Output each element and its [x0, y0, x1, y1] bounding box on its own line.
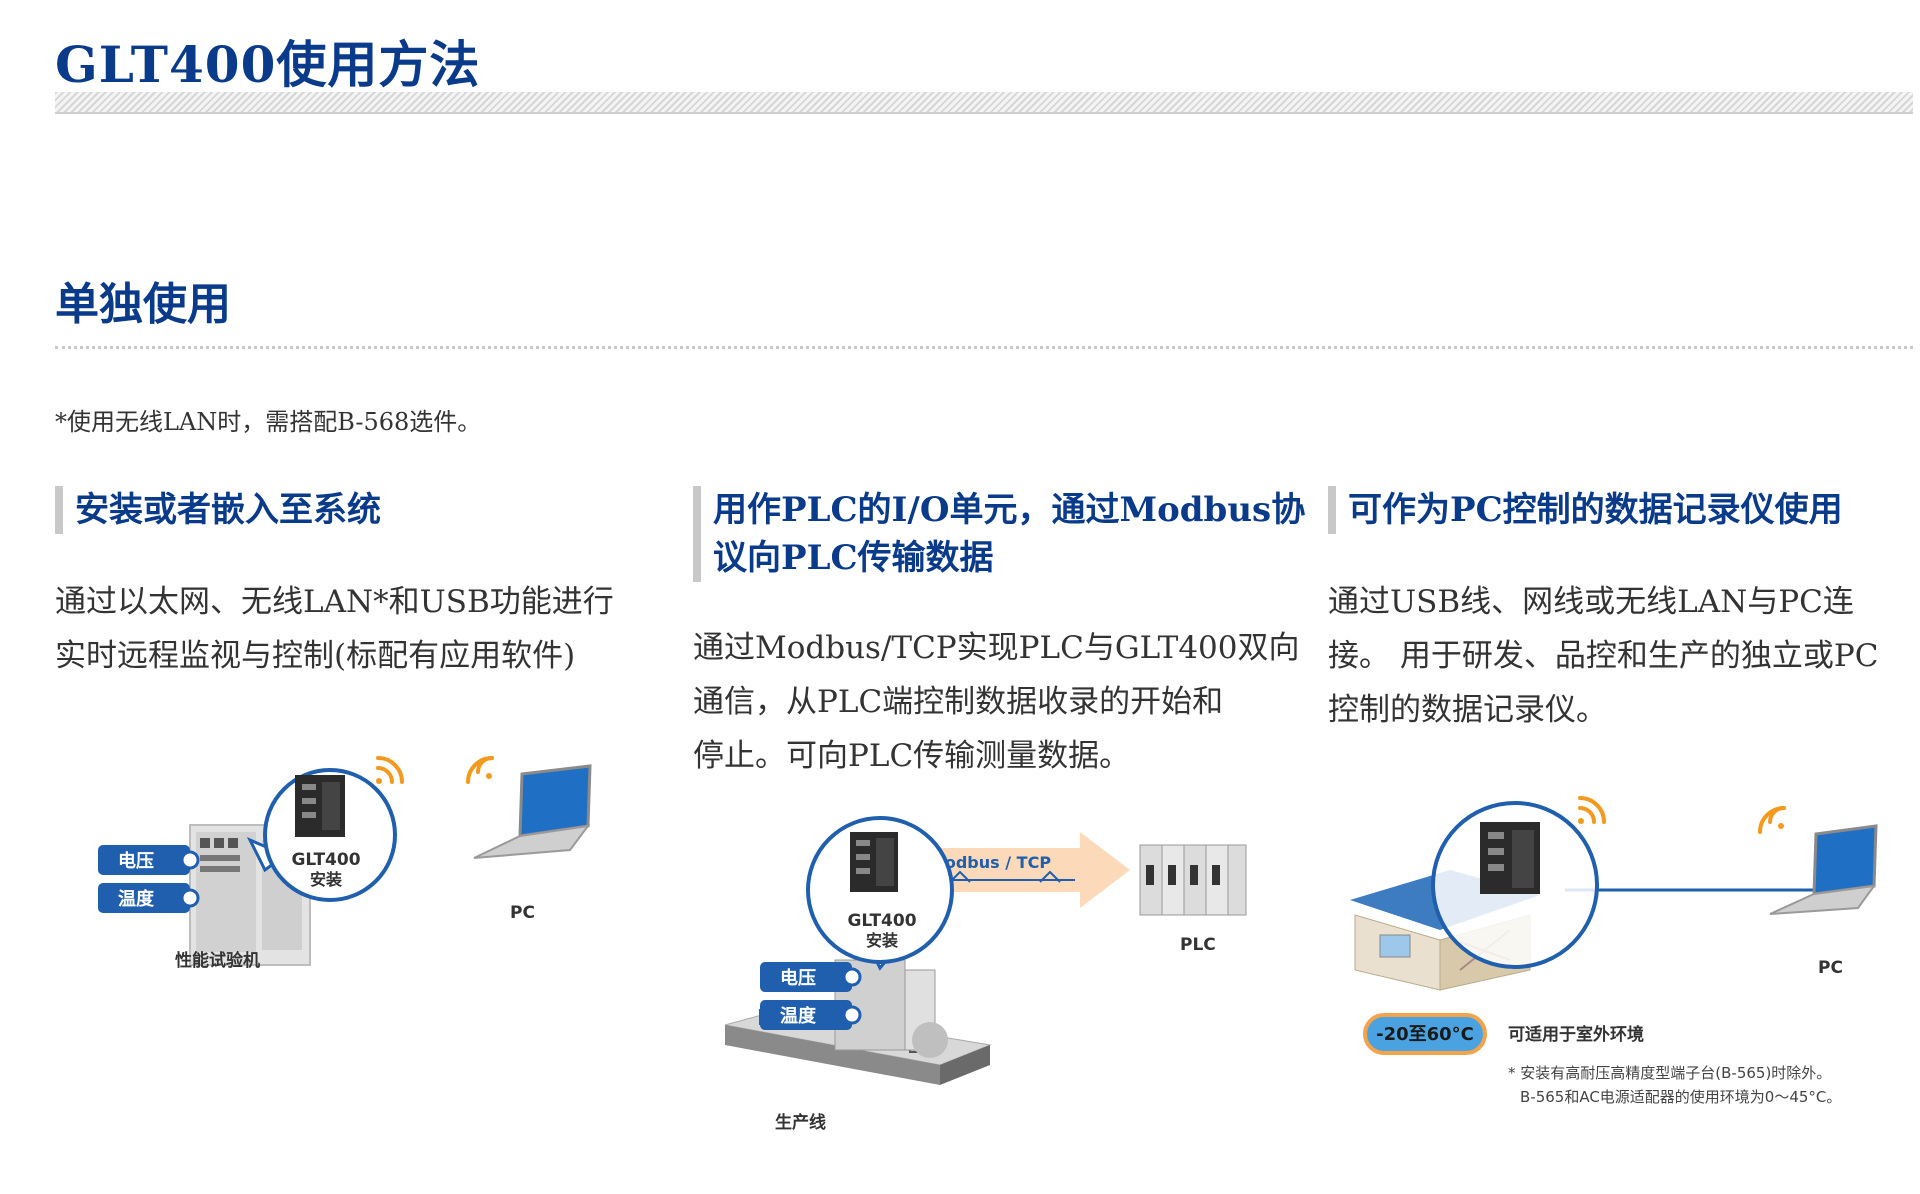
wireless-note: *使用无线LAN时，需搭配B-568选件。: [55, 408, 482, 436]
wifi-icon: [466, 756, 494, 784]
glt400-label: GLT400: [847, 911, 916, 931]
column-1-desc-line: 通过以太网、无线LAN*和USB功能进行: [55, 584, 614, 620]
column-3-desc-line: 控制的数据记录仪。: [1328, 692, 1607, 728]
modbus-arrow: Modbus / TCP: [910, 832, 1130, 908]
column-1-desc-line: 实时远程监视与控制(标配有应用软件): [55, 638, 576, 674]
wifi-icon: [1758, 806, 1786, 834]
temperature-range-badge: -20至60°C: [1363, 1013, 1487, 1055]
temperature-badge-label: 温度: [780, 1005, 817, 1027]
column-2-heading-line: 议向PLC传输数据: [713, 538, 994, 578]
column-2-diagram: Modbus / TCP PLC 电压 温度 生产线: [724, 816, 1247, 1133]
pc-label: PC: [1818, 958, 1843, 978]
column-2-heading: 用作PLC的I/O单元，通过Modbus协 议向PLC传输数据: [693, 486, 1305, 582]
column-3-diagram: PC -20至60°C 可适用于室外环境 * 安装有高耐压高精度型端子台(B-5…: [1350, 796, 1878, 1106]
temperature-badge: 温度: [98, 883, 200, 913]
section-divider: [55, 346, 1913, 349]
plc-image: [1139, 844, 1247, 916]
section-title: 单独使用: [55, 279, 231, 330]
temperature-badge-label: 温度: [118, 888, 155, 910]
machine-label: 性能试验机: [175, 950, 260, 971]
voltage-badge-label: 电压: [780, 967, 816, 989]
temperature-range-label: -20至60°C: [1376, 1024, 1474, 1045]
column-3-desc-line: 通过USB线、网线或无线LAN与PC连: [1328, 584, 1854, 620]
glt400-install-label: 安装: [866, 931, 898, 950]
footnote-line-2: B-565和AC电源适配器的使用环境为0～45°C。: [1520, 1088, 1841, 1106]
column-2-desc-line: 通信，从PLC端控制数据收录的开始和: [693, 684, 1224, 720]
column-1-diagram: 电压 温度 性能试验机 GLT400 安装 PC: [98, 756, 592, 971]
voltage-badge: 电压: [760, 962, 862, 992]
footnote-line-1: * 安装有高耐压高精度型端子台(B-565)时除外。: [1508, 1064, 1831, 1082]
wifi-icon: [376, 756, 404, 784]
column-3-desc-line: 接。 用于研发、品控和生产的独立或PC: [1328, 638, 1879, 674]
column-3-heading: 可作为PC控制的数据记录仪使用: [1328, 486, 1843, 534]
glt400-callout: GLT400 安装: [246, 768, 397, 902]
plc-label: PLC: [1180, 935, 1216, 955]
laptop-icon: [1769, 824, 1878, 915]
modbus-label: Modbus / TCP: [929, 853, 1051, 872]
column-2-description: 通过Modbus/TCP实现PLC与GLT400双向 通信，从PLC端控制数据收…: [693, 621, 1300, 783]
page-title: GLT400使用方法: [55, 35, 481, 94]
column-1-heading: 安装或者嵌入至系统: [55, 486, 381, 534]
glt400-label: GLT400: [291, 850, 360, 870]
outdoor-label: 可适用于室外环境: [1508, 1024, 1644, 1045]
glt400-callout: [1431, 801, 1599, 969]
voltage-badge: 电压: [98, 845, 200, 875]
temperature-badge: 温度: [760, 1000, 862, 1030]
production-line-label: 生产线: [775, 1112, 826, 1133]
voltage-badge-label: 电压: [118, 850, 154, 872]
column-2-desc-line: 停止。可向PLC传输测量数据。: [693, 738, 1131, 774]
wifi-icon: [1578, 796, 1606, 824]
laptop-icon: [473, 764, 592, 859]
glt400-callout: GLT400 安装: [806, 816, 954, 971]
title-divider: [55, 92, 1913, 114]
column-2-heading-line: 用作PLC的I/O单元，通过Modbus协: [713, 490, 1306, 530]
pc-label: PC: [510, 903, 535, 923]
column-1-description: 通过以太网、无线LAN*和USB功能进行 实时远程监视与控制(标配有应用软件): [55, 575, 614, 683]
column-3-description: 通过USB线、网线或无线LAN与PC连 接。 用于研发、品控和生产的独立或PC …: [1328, 575, 1878, 737]
column-2-desc-line: 通过Modbus/TCP实现PLC与GLT400双向: [693, 630, 1300, 666]
glt400-install-label: 安装: [310, 870, 342, 889]
